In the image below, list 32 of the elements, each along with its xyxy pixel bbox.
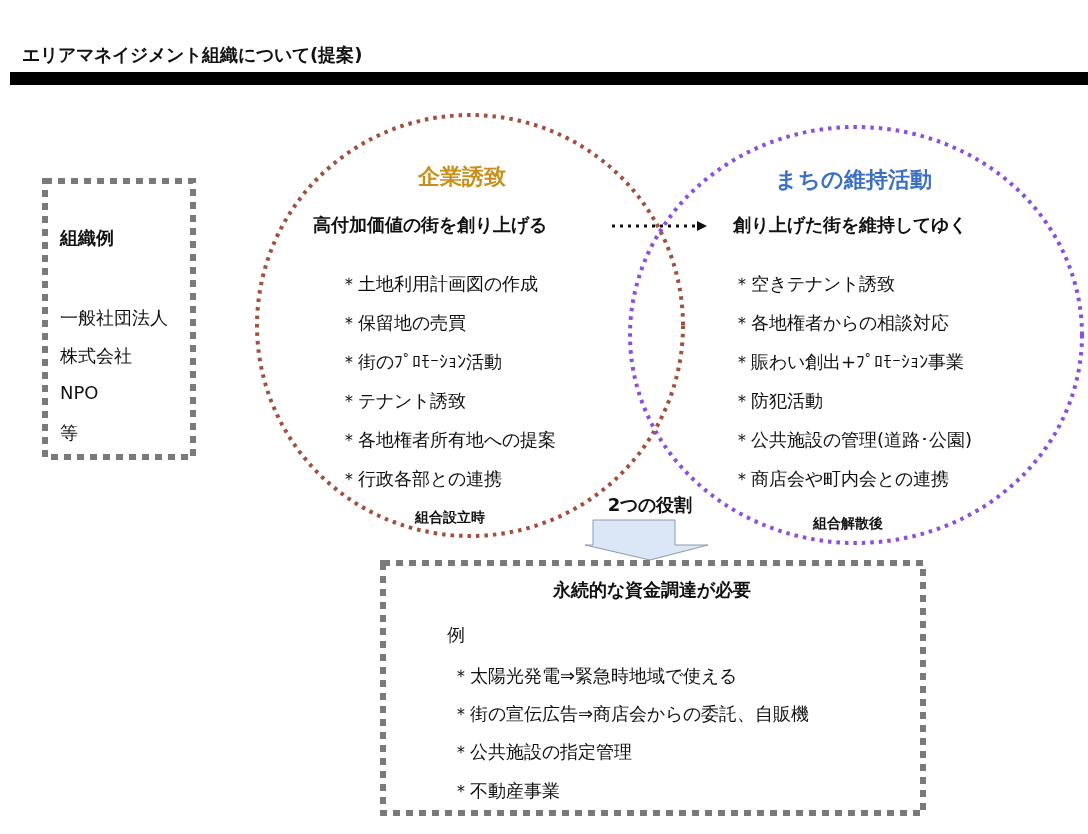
list-item: ＊不動産事業 — [452, 779, 560, 803]
circle-caption: 組合解散後 — [813, 514, 883, 533]
list-item: ＊行政各部との連携 — [340, 467, 502, 491]
circle-heading: まちの維持活動 — [774, 168, 932, 192]
tagline: 創り上げた街を維持してゆく — [733, 213, 967, 237]
list-item: ＊土地利用計画図の作成 — [340, 272, 538, 296]
list-item: ＊商店会や町内会との連携 — [733, 467, 949, 491]
list-item: ＊各地権者からの相談対応 — [733, 311, 949, 335]
list-item: ＊各地権者所有地への提案 — [340, 428, 556, 452]
list-item: 一般社団法人 — [60, 306, 168, 330]
block-arrow — [584, 519, 709, 561]
list-item: 株式会社 — [60, 344, 132, 368]
list-item: NPO — [60, 381, 99, 405]
list-item: ＊テナント誘致 — [340, 389, 466, 413]
list-item: ＊公共施設の指定管理 — [452, 740, 632, 764]
list-item: ＊空きテナント誘致 — [733, 272, 895, 296]
list-item: ＊賑わい創出+ﾌﾟﾛﾓｰｼｮﾝ事業 — [733, 350, 965, 374]
box-heading: 組織例 — [60, 226, 114, 250]
list-item: ＊太陽光発電⇒緊急時地域で使える — [452, 664, 738, 688]
tagline: 高付加価値の街を創り上げる — [313, 213, 547, 237]
circle-heading: 企業誘致 — [418, 165, 506, 189]
title: エリアマネイジメント組織について(提案) — [22, 43, 363, 67]
list-item: ＊保留地の売買 — [340, 311, 466, 335]
list-item: ＊街のﾌﾟﾛﾓｰｼｮﾝ活動 — [340, 350, 502, 374]
list-item: ＊公共施設の管理(道路･公園) — [733, 428, 973, 452]
arrow — [612, 221, 707, 231]
list-item: 例 — [447, 623, 465, 647]
list-item: ＊街の宣伝広告⇒商店会からの委託、自販機 — [452, 702, 810, 726]
list-item: ＊防犯活動 — [733, 389, 823, 413]
box-heading: 永続的な資金調達が必要 — [553, 578, 751, 602]
circle-caption: 組合設立時 — [415, 508, 485, 527]
list-item: 等 — [60, 421, 78, 445]
